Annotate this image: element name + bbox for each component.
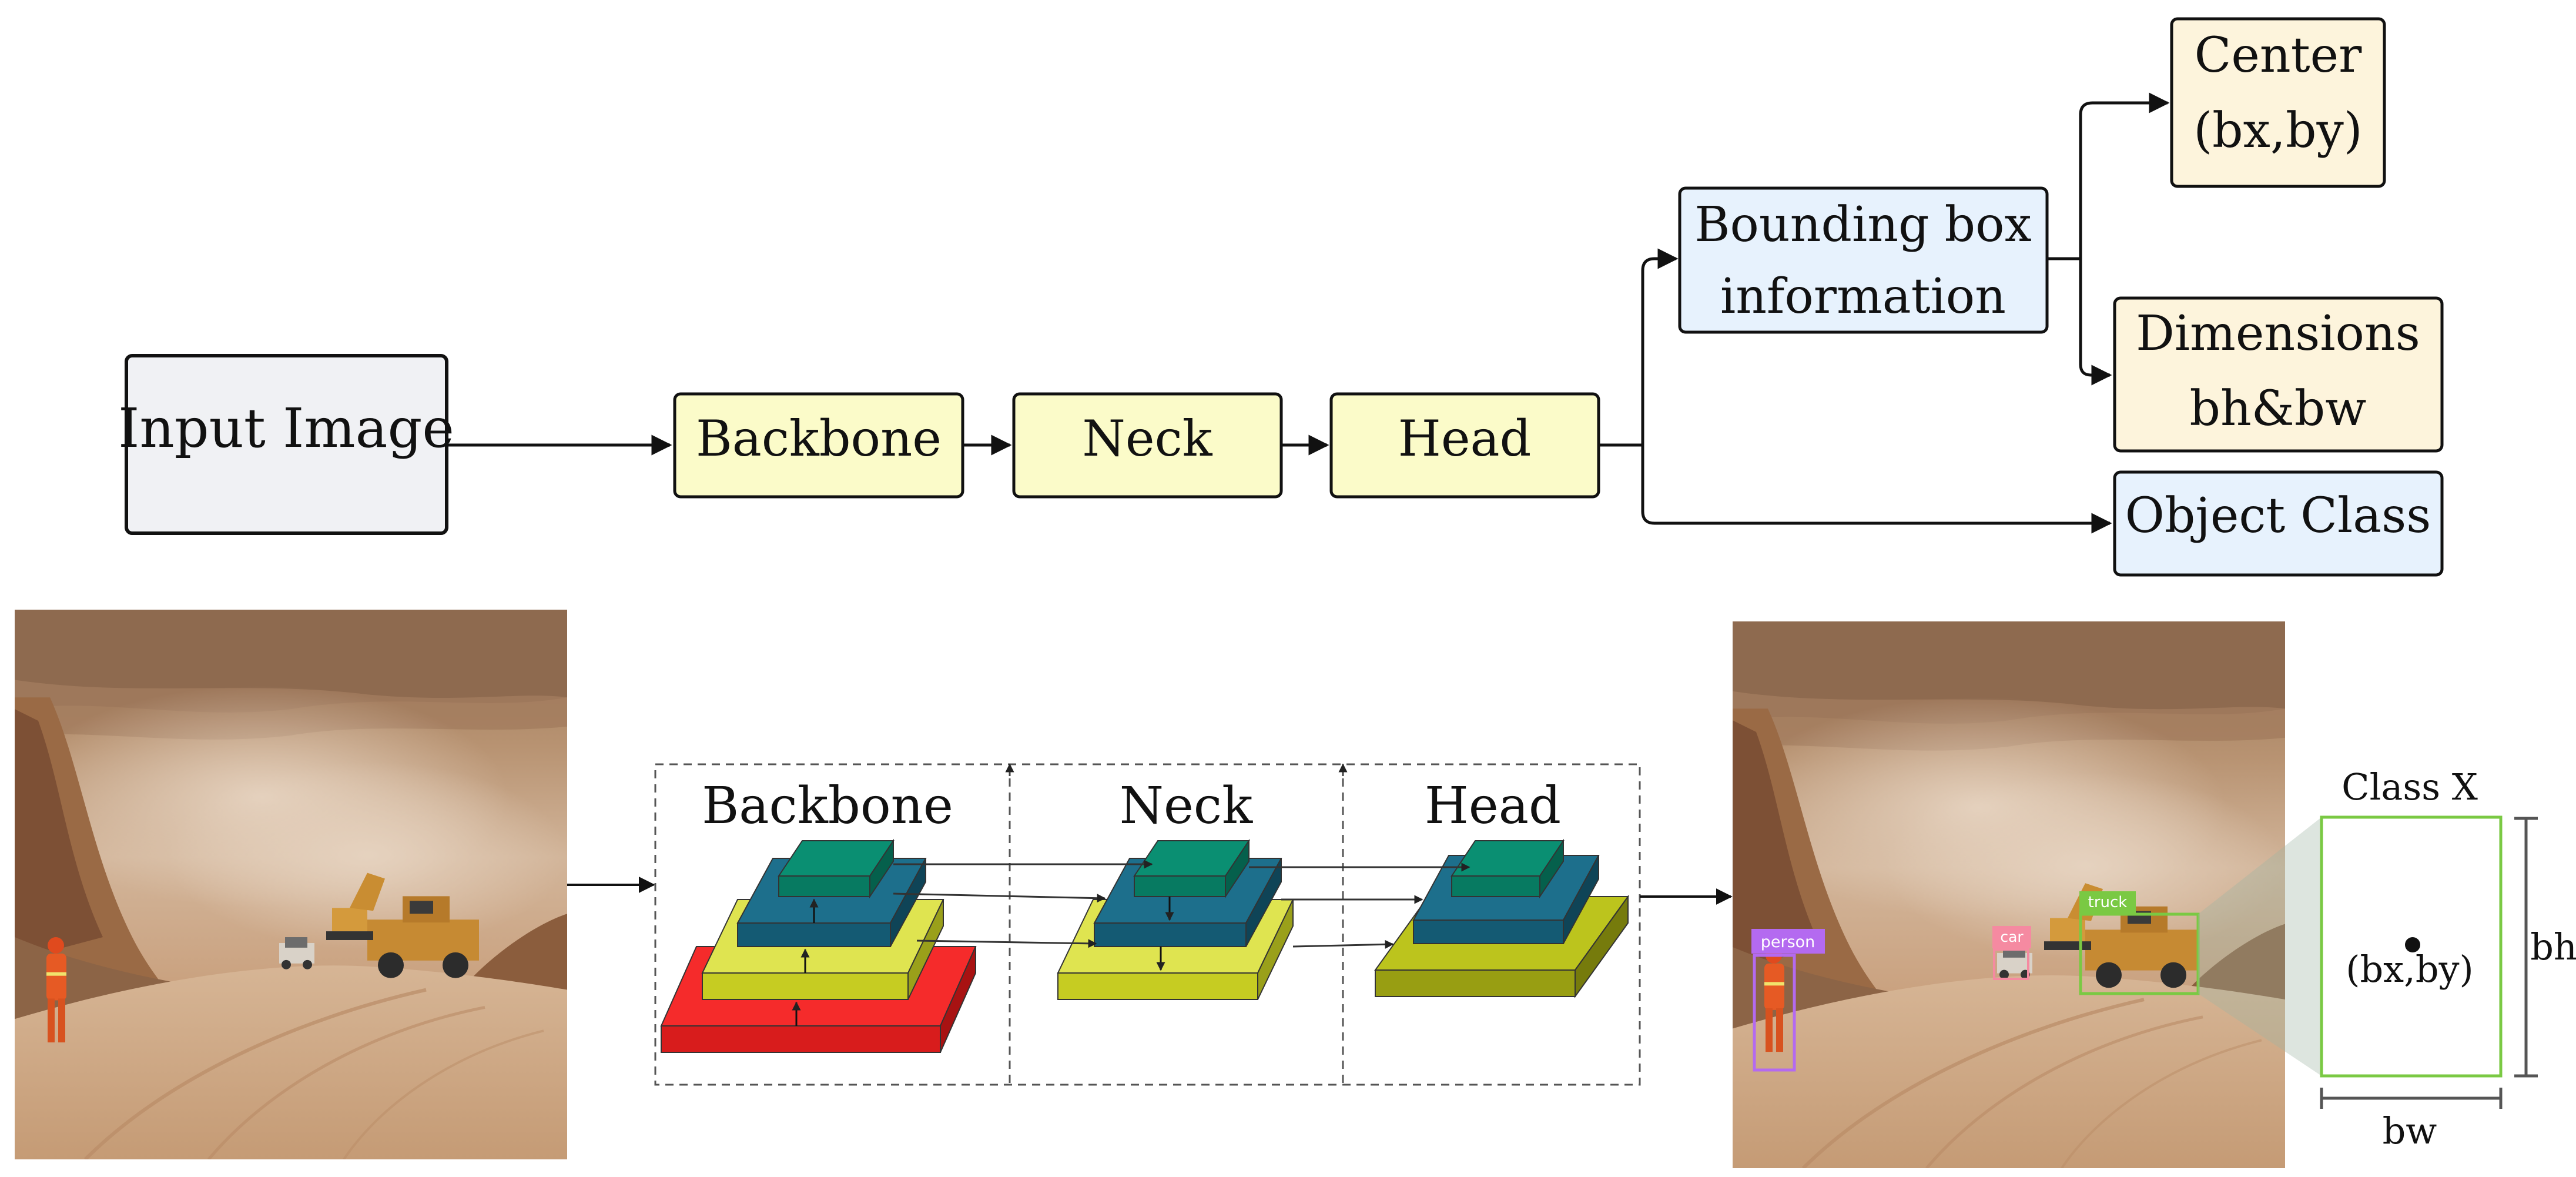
head-stack — [1374, 838, 1629, 999]
car-tag: car — [2000, 928, 2024, 945]
network-frame — [654, 763, 1641, 1086]
backbone-label: Backbone — [696, 410, 942, 467]
person-tag: person — [1761, 933, 1815, 951]
backbone-layer-green — [778, 838, 895, 899]
center-point — [2405, 937, 2420, 952]
arrow-bbox-to-dimensions — [2079, 259, 2112, 386]
person-detection: person — [1751, 929, 1825, 1072]
neck-label: Neck — [1082, 410, 1212, 467]
head-node: Head — [1329, 392, 1600, 499]
backbone-node: Backbone — [673, 392, 964, 499]
zoom-wedge — [2198, 817, 2322, 1076]
arch-head-label: Head — [1425, 777, 1561, 835]
backbone-stack — [660, 838, 977, 1053]
zoomed-box: Class X (bx,by) — [2320, 765, 2503, 1078]
bh-label: bh — [2530, 925, 2576, 968]
bbox-info-node: Bounding box information — [1678, 186, 2049, 334]
dimensions-node: Dimensions bh&bw — [2113, 296, 2444, 453]
neck-node: Neck — [1012, 392, 1283, 499]
car-detection: car — [1992, 926, 2031, 980]
center-node: Center (bx,by) — [2170, 17, 2386, 188]
bw-label: bw — [2383, 1109, 2437, 1152]
bbox-info-line2: information — [1720, 269, 2006, 325]
network-architecture: Backbone Neck Head — [654, 763, 1641, 1086]
lateral-connections — [893, 860, 1470, 949]
input-image-node: Input Image — [118, 354, 454, 535]
center-coord-label: (bx,by) — [2346, 948, 2473, 991]
neck-layer-green — [1133, 838, 1250, 899]
width-dimension: bw — [2320, 1088, 2503, 1152]
input-image-label: Input Image — [118, 397, 454, 460]
truck-detection: truck — [2079, 891, 2200, 995]
object-class-label: Object Class — [2125, 488, 2431, 544]
head-layer-green — [1451, 838, 1565, 899]
output-photo — [1733, 621, 2285, 1168]
object-class-node: Object Class — [2113, 470, 2444, 577]
flow-arrows — [447, 92, 2170, 534]
dimensions-line2: bh&bw — [2190, 381, 2367, 437]
arrow-bbox-to-center — [2079, 92, 2170, 259]
input-photo — [15, 610, 567, 1159]
class-x-label: Class X — [2341, 765, 2478, 808]
arrow-head-to-bbox — [1641, 248, 1679, 445]
arch-backbone-label: Backbone — [702, 777, 953, 835]
truck-tag: truck — [2088, 894, 2128, 911]
center-line1: Center — [2195, 28, 2363, 83]
arrow-head-to-class — [1641, 445, 2112, 534]
neck-stack — [1057, 838, 1294, 1000]
head-label: Head — [1398, 410, 1532, 467]
center-line2: (bx,by) — [2193, 103, 2363, 159]
detections: person car truck — [1751, 891, 2200, 1072]
dimensions-line1: Dimensions — [2136, 306, 2420, 362]
zoom-bbox — [2320, 815, 2503, 1078]
arch-neck-label: Neck — [1120, 777, 1253, 835]
bbox-info-line1: Bounding box — [1694, 197, 2031, 253]
height-dimension: bh — [2514, 817, 2576, 1078]
